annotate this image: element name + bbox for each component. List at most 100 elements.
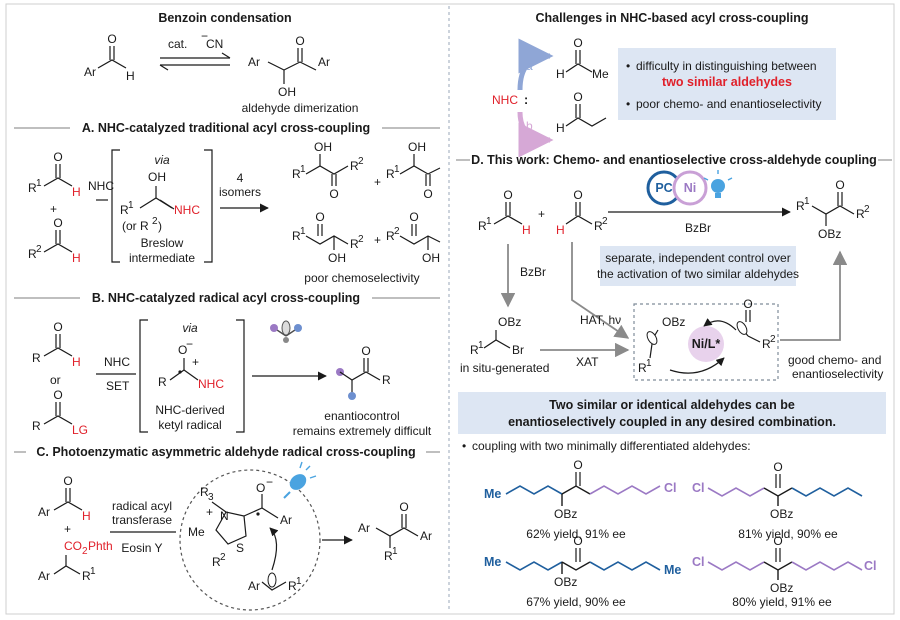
- svg-text:N: N: [220, 509, 229, 523]
- section-b-product: O R: [336, 344, 391, 400]
- svg-text:S: S: [236, 541, 244, 555]
- svg-text:OH: OH: [314, 140, 332, 154]
- svg-text:O: O: [295, 34, 304, 48]
- svg-text:BzBr: BzBr: [685, 221, 711, 235]
- svg-text:H: H: [72, 355, 81, 369]
- svg-text:+: +: [64, 522, 71, 536]
- svg-text:Ar: Ar: [248, 579, 260, 593]
- svg-text:via: via: [154, 153, 170, 167]
- svg-text:R: R: [32, 351, 41, 365]
- svg-text::: :: [524, 93, 528, 107]
- radical-acceptor-icon: [270, 320, 302, 343]
- svg-text:remains extremely difficult: remains extremely difficult: [293, 424, 432, 438]
- svg-text:R: R: [384, 549, 393, 563]
- svg-text:R: R: [292, 229, 301, 243]
- svg-text:1: 1: [646, 358, 652, 369]
- svg-text:O: O: [361, 344, 370, 358]
- light-bulb-icon: [283, 461, 317, 499]
- svg-text:80% yield, 91% ee: 80% yield, 91% ee: [732, 595, 832, 609]
- svg-text:81% yield, 90% ee: 81% yield, 90% ee: [738, 527, 838, 541]
- svg-text:OH: OH: [148, 170, 166, 184]
- example-1: Me O OBz Cl 62% yield, 91% ee: [484, 458, 677, 541]
- section-d: O R 1 H + H O R 2 PC Ni BzBr: [460, 170, 883, 381]
- svg-text:NHC: NHC: [492, 93, 518, 107]
- catalysts-icon: PC Ni: [646, 170, 733, 206]
- svg-text:•: •: [626, 59, 630, 73]
- svg-text:O: O: [503, 188, 512, 202]
- svg-text:+: +: [374, 233, 381, 247]
- example-4: Cl O OBz Cl 80% yield, 91% ee: [692, 534, 877, 609]
- svg-text:+: +: [374, 175, 381, 189]
- svg-text:OBz: OBz: [770, 581, 793, 595]
- svg-text:R: R: [200, 485, 209, 499]
- svg-text:NHC: NHC: [198, 377, 224, 391]
- outer-frame: [5, 3, 895, 615]
- svg-text:H: H: [522, 223, 531, 237]
- benzoin-aldehyde: O Ar H: [84, 32, 135, 83]
- svg-text:via: via: [182, 321, 198, 335]
- svg-text:in situ-generated: in situ-generated: [460, 361, 549, 375]
- svg-text:Cl: Cl: [692, 481, 705, 495]
- svg-text:O: O: [573, 534, 582, 548]
- svg-text:Ar: Ar: [38, 569, 50, 583]
- svg-text:CO: CO: [64, 539, 82, 553]
- svg-text:Ar: Ar: [420, 529, 432, 543]
- section-a: O R 1 H + O R 2 H NHC via OH R 1 NHC (or…: [28, 140, 441, 285]
- example-3: Me O OBz Me 67% yield, 90% ee: [484, 534, 681, 609]
- svg-text:or: or: [50, 373, 61, 387]
- svg-text:R: R: [212, 555, 221, 569]
- svg-text:Ar: Ar: [318, 55, 330, 69]
- svg-text:3: 3: [208, 492, 214, 503]
- svg-text:enantioselectivity: enantioselectivity: [792, 367, 883, 381]
- svg-text:67% yield, 90% ee: 67% yield, 90% ee: [526, 595, 626, 609]
- svg-text:•: •: [462, 439, 466, 453]
- svg-text:Me: Me: [484, 487, 501, 501]
- svg-text:1: 1: [90, 566, 96, 577]
- svg-text:HAT, hν: HAT, hν: [580, 313, 621, 327]
- svg-text:R: R: [856, 207, 865, 221]
- svg-text:−: −: [201, 29, 208, 43]
- nickel-cycle: OBz R 1 Ni/L* O R 2: [638, 297, 776, 375]
- svg-text:R: R: [762, 337, 771, 351]
- svg-text:Me: Me: [664, 563, 681, 577]
- svg-text:Ar: Ar: [84, 65, 96, 79]
- svg-text:NHC: NHC: [88, 179, 114, 193]
- svg-text:H: H: [72, 251, 81, 265]
- svg-text:Ni/L*: Ni/L*: [692, 337, 721, 351]
- svg-text:O: O: [835, 178, 844, 192]
- svg-text:OH: OH: [278, 85, 296, 99]
- svg-text:O: O: [573, 36, 582, 50]
- svg-text:R: R: [288, 579, 297, 593]
- svg-text:2: 2: [770, 334, 776, 345]
- svg-text:O: O: [573, 188, 582, 202]
- section-a-title: A. NHC-catalyzed traditional acyl cross-…: [82, 121, 370, 135]
- svg-text:Me: Me: [592, 67, 609, 81]
- svg-text:isomers: isomers: [219, 185, 261, 199]
- svg-text:Ar: Ar: [248, 55, 260, 69]
- svg-text:OH: OH: [408, 140, 426, 154]
- svg-text:b: b: [526, 119, 533, 133]
- svg-text:XAT: XAT: [576, 355, 599, 369]
- svg-text:Ar: Ar: [38, 505, 50, 519]
- svg-text:NHC: NHC: [104, 355, 130, 369]
- svg-text:O: O: [178, 343, 187, 357]
- svg-text:PC: PC: [655, 181, 672, 195]
- svg-text:1: 1: [804, 196, 810, 207]
- section-d-product: R 1 OBz O R 2: [796, 178, 870, 241]
- svg-text:enantiocontrol: enantiocontrol: [324, 409, 399, 423]
- svg-text:Ar: Ar: [358, 521, 370, 535]
- svg-text:H: H: [556, 223, 565, 237]
- svg-text:Phth: Phth: [88, 539, 113, 553]
- svg-text:1: 1: [36, 178, 42, 189]
- svg-text:O: O: [53, 216, 62, 230]
- svg-text:+: +: [538, 207, 545, 221]
- svg-text:O: O: [256, 481, 265, 495]
- svg-text:H: H: [72, 185, 81, 199]
- svg-text:1: 1: [300, 226, 306, 237]
- svg-text:+: +: [192, 355, 199, 369]
- benzoin-catalyst: cat.: [168, 37, 187, 51]
- examples-bullet: coupling with two minimally differentiat…: [472, 439, 751, 453]
- svg-text:2: 2: [36, 244, 42, 255]
- svg-text:OH: OH: [328, 251, 346, 265]
